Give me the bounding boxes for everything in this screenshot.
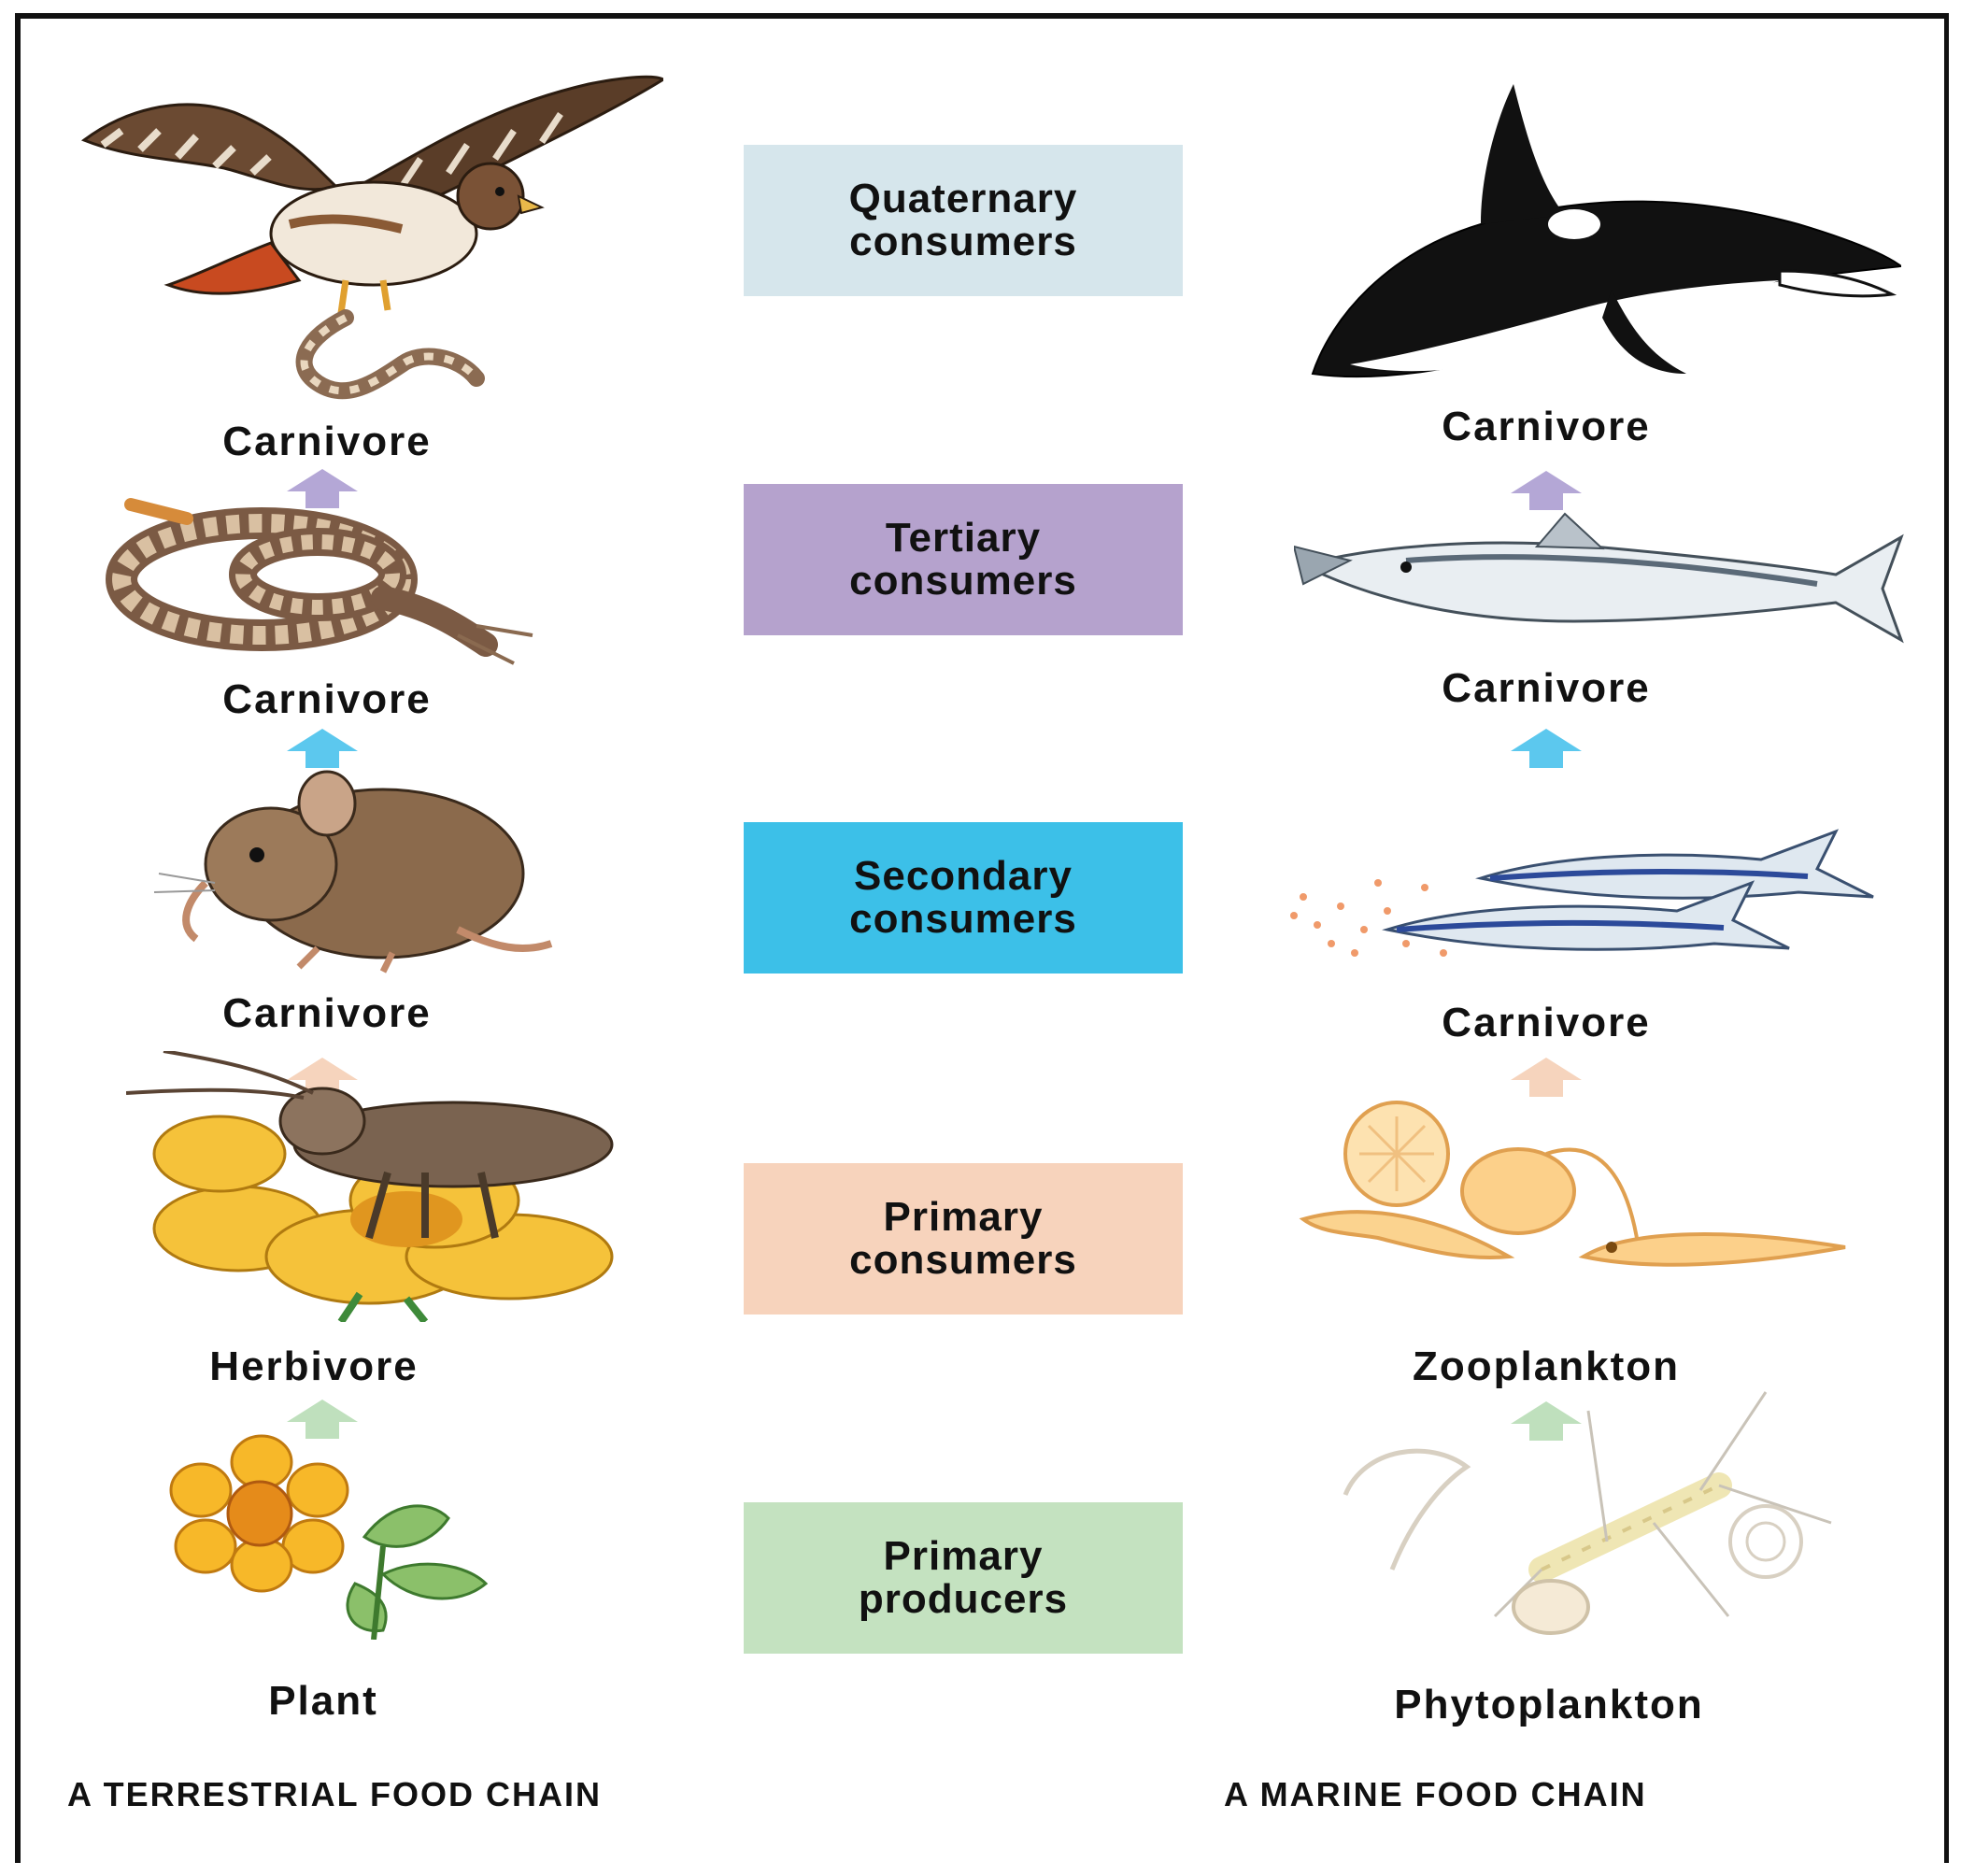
phytoplankton-illustration — [1327, 1383, 1850, 1644]
level-primary-consumers-line1: Primary — [849, 1196, 1077, 1239]
terrestrial-label-mouse: Carnivore — [222, 990, 431, 1037]
marine-chain-title: A MARINE FOOD CHAIN — [1224, 1775, 1647, 1814]
snake-illustration — [103, 486, 561, 673]
terrestrial-chain-title: A TERRESTRIAL FOOD CHAIN — [67, 1775, 602, 1814]
terrestrial-label-plant: Plant — [268, 1678, 378, 1725]
hawk-illustration — [65, 56, 663, 430]
arrow-up-icon — [1509, 469, 1584, 512]
marine-label-anchovy: Carnivore — [1442, 1000, 1650, 1046]
arrow-up-icon — [1509, 727, 1584, 770]
orca-illustration — [1294, 84, 1901, 392]
tuna-illustration — [1294, 509, 1911, 659]
terrestrial-label-grasshopper: Herbivore — [209, 1343, 418, 1390]
terrestrial-label-snake: Carnivore — [222, 676, 431, 723]
zooplankton-illustration — [1294, 1098, 1854, 1313]
marine-label-tuna: Carnivore — [1442, 665, 1650, 712]
arrow-up-icon — [1509, 1056, 1584, 1099]
mouse-illustration — [149, 761, 561, 976]
anchovy-illustration — [1275, 813, 1911, 972]
level-tertiary-line1: Tertiary — [849, 517, 1077, 560]
level-tertiary-line2: consumers — [849, 560, 1077, 603]
level-primary-consumers-line2: consumers — [849, 1239, 1077, 1282]
grasshopper-illustration — [126, 1051, 631, 1322]
level-quaternary-line1: Quaternary — [849, 178, 1078, 220]
level-primary-producers-line1: Primary — [859, 1535, 1068, 1578]
marine-label-orca: Carnivore — [1442, 404, 1650, 450]
level-secondary-line2: consumers — [849, 898, 1077, 941]
plant-illustration — [149, 1434, 504, 1640]
marine-label-phytoplankton: Phytoplankton — [1394, 1682, 1704, 1728]
level-quaternary-line2: consumers — [849, 220, 1078, 263]
level-primary-producers-line2: producers — [859, 1578, 1068, 1621]
level-secondary-line1: Secondary — [849, 855, 1077, 898]
